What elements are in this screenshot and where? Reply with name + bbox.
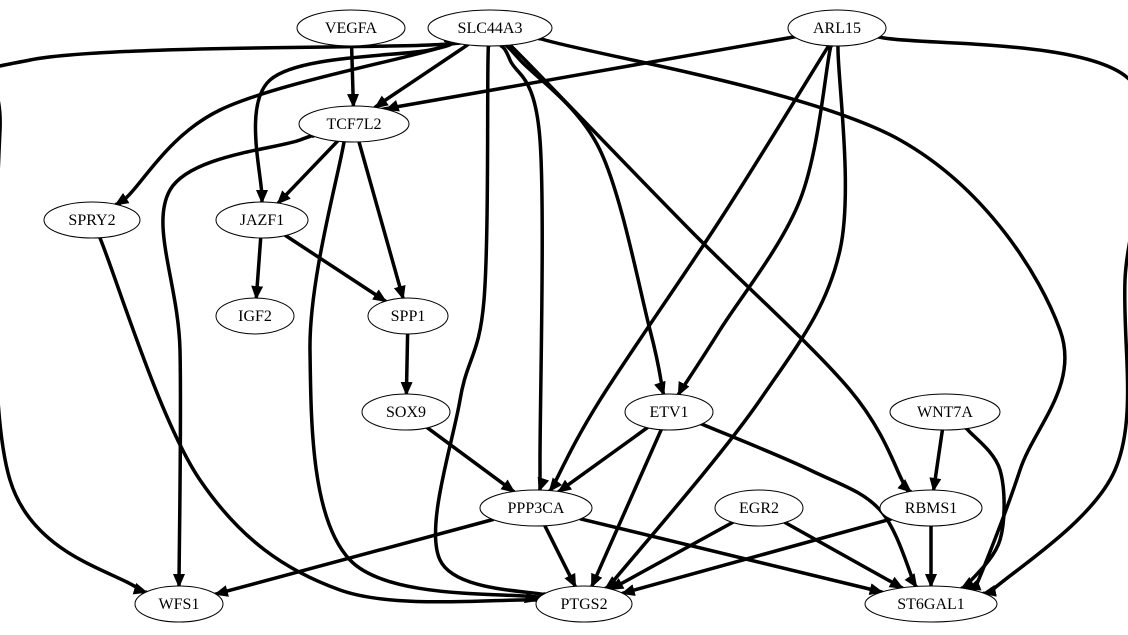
- edge-etv1-to-ptgs2: [590, 427, 663, 589]
- edge-slc44a3-to-wfs1: [0, 38, 467, 601]
- edge-arl15-to-etv1: [674, 35, 835, 400]
- edge-slc44a3-to-ppp3ca: [499, 43, 550, 496]
- node-label: WFS1: [159, 596, 200, 613]
- node-etv1[interactable]: ETV1: [624, 393, 714, 431]
- node-ellipse: [864, 585, 998, 623]
- node-tcf7l2[interactable]: TCF7L2: [298, 105, 410, 143]
- node-label: VEGFA: [325, 20, 378, 37]
- edge-tcf7l2-to-spp1: [357, 140, 406, 301]
- edge-tcf7l2-to-jazf1: [276, 139, 340, 205]
- node-ellipse: [879, 489, 983, 527]
- node-ellipse: [535, 585, 633, 623]
- node-label: PTGS2: [560, 596, 607, 613]
- node-label: SOX9: [386, 404, 426, 421]
- edge-arl15-to-ppp3ca: [546, 34, 837, 498]
- edge-slc44a3-to-st6gal1: [515, 30, 1067, 598]
- node-ellipse: [134, 585, 224, 623]
- node-label: ARL15: [813, 20, 861, 37]
- node-egr2[interactable]: EGR2: [714, 489, 804, 527]
- node-ppp3ca[interactable]: PPP3CA: [479, 489, 593, 527]
- edge-ppp3ca-to-ptgs2: [543, 524, 577, 589]
- edge-egr2-to-st6gal1: [783, 520, 904, 590]
- node-label: SLC44A3: [458, 20, 523, 37]
- edge-spry2-to-ptgs2: [90, 218, 552, 604]
- node-ellipse: [215, 297, 295, 335]
- node-spry2[interactable]: SPRY2: [43, 201, 141, 239]
- node-label: WNT7A: [917, 404, 973, 421]
- node-ellipse: [296, 9, 406, 47]
- edge-etv1-to-ppp3ca: [557, 425, 650, 494]
- node-slc44a3[interactable]: SLC44A3: [427, 9, 553, 47]
- node-igf2[interactable]: IGF2: [215, 297, 295, 335]
- edges-layer: [0, 30, 1128, 605]
- node-label: ST6GAL1: [897, 596, 965, 613]
- edge-rbms1-to-ptgs2: [620, 517, 893, 596]
- edge-etv1-to-st6gal1: [693, 419, 920, 593]
- node-label: IGF2: [238, 308, 272, 325]
- node-ellipse: [298, 105, 410, 143]
- edge-slc44a3-to-rbms1: [504, 40, 914, 499]
- edge-ppp3ca-to-st6gal1: [578, 517, 884, 595]
- node-label: RBMS1: [905, 500, 957, 517]
- node-ptgs2[interactable]: PTGS2: [535, 585, 633, 623]
- edge-egr2-to-ptgs2: [609, 520, 735, 591]
- edge-sox9-to-ppp3ca: [425, 425, 516, 494]
- node-arl15[interactable]: ARL15: [787, 9, 887, 47]
- edge-ppp3ca-to-wfs1: [213, 517, 495, 597]
- node-label: EGR2: [739, 500, 779, 517]
- node-ellipse: [787, 9, 887, 47]
- edge-slc44a3-to-etv1: [504, 43, 666, 400]
- edge-wnt7a-to-rbms1: [929, 428, 945, 492]
- node-ellipse: [367, 297, 449, 335]
- edge-vegfa-to-tcf7l2: [347, 44, 360, 108]
- node-vegfa[interactable]: VEGFA: [296, 9, 406, 47]
- node-label: SPRY2: [68, 212, 115, 229]
- node-label: JAZF1: [240, 212, 284, 229]
- edge-spp1-to-sox9: [400, 332, 413, 396]
- node-label: SPP1: [391, 308, 426, 325]
- node-st6gal1[interactable]: ST6GAL1: [864, 585, 998, 623]
- edge-jazf1-to-spp1: [283, 233, 388, 303]
- edge-tcf7l2-to-wfs1: [161, 133, 317, 605]
- node-ellipse: [479, 489, 593, 527]
- node-wfs1[interactable]: WFS1: [134, 585, 224, 623]
- node-ellipse: [889, 393, 1001, 431]
- node-sox9[interactable]: SOX9: [361, 393, 451, 431]
- node-label: TCF7L2: [326, 116, 381, 133]
- node-ellipse: [714, 489, 804, 527]
- node-label: ETV1: [649, 404, 688, 421]
- node-ellipse: [624, 393, 714, 431]
- node-label: PPP3CA: [508, 500, 565, 517]
- node-ellipse: [361, 393, 451, 431]
- node-ellipse: [43, 201, 141, 239]
- node-ellipse: [427, 9, 553, 47]
- node-rbms1[interactable]: RBMS1: [879, 489, 983, 527]
- edge-jazf1-to-igf2: [251, 236, 264, 300]
- node-wnt7a[interactable]: WNT7A: [889, 393, 1001, 431]
- node-spp1[interactable]: SPP1: [367, 297, 449, 335]
- node-jazf1[interactable]: JAZF1: [215, 201, 309, 239]
- node-ellipse: [215, 201, 309, 239]
